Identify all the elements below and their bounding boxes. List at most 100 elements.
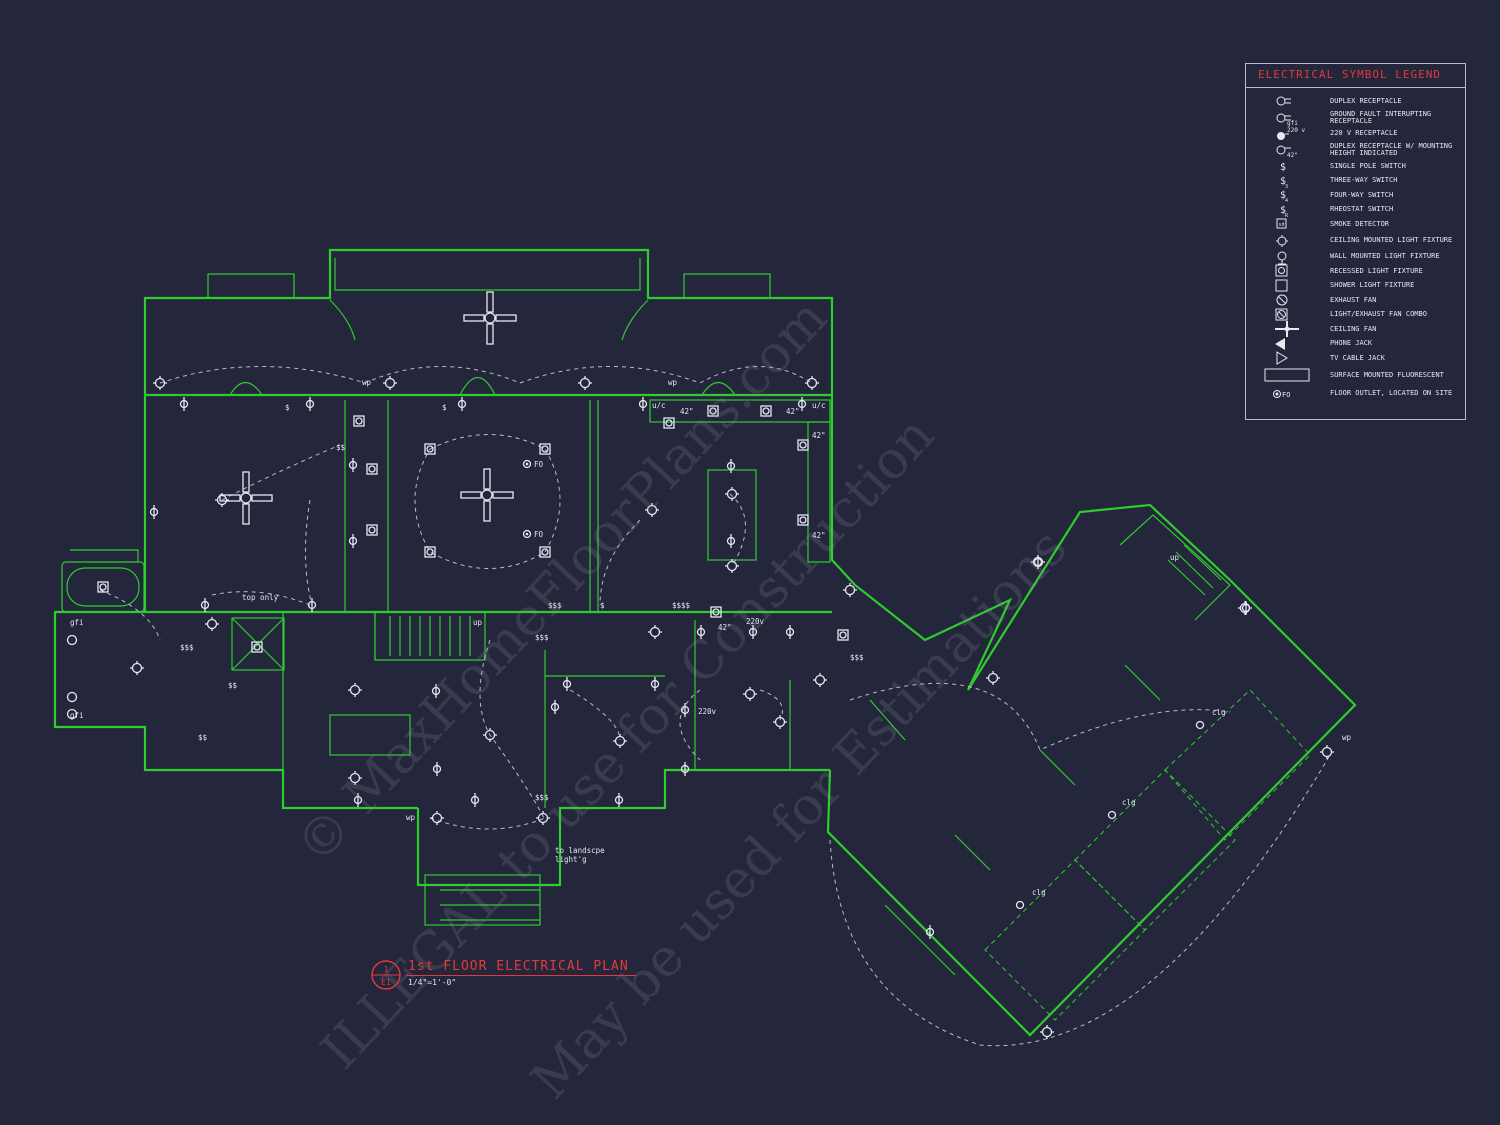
- ceiling-light-icon: [725, 559, 739, 573]
- ceiling-light-icon: [843, 583, 857, 597]
- legend-item-label: RECESSED LIGHT FIXTURE: [1330, 267, 1423, 275]
- recessed-light-icon: [710, 606, 722, 618]
- recessed-light-icon: [837, 629, 849, 641]
- label-top-only: top only: [242, 593, 279, 602]
- legend-item-label: SINGLE POLE SWITCH: [1330, 162, 1406, 170]
- legend-item-label: 220 V RECEPTACLE: [1330, 130, 1398, 138]
- section-marker-icon: 1 E1: [371, 960, 401, 990]
- label-42-4: 42": [812, 531, 826, 540]
- gfi-receptacle-icon: [66, 634, 78, 646]
- single-pole-switch-icon: $: [1246, 158, 1330, 174]
- fixtures-layer: [66, 291, 1334, 1039]
- ceiling-light-icon: [430, 811, 444, 825]
- rheostat-switch-icon: $R: [1246, 202, 1330, 219]
- ceiling-light-icon: [348, 683, 362, 697]
- ceiling-light-icon: [1320, 745, 1334, 759]
- svg-text:4: 4: [1285, 198, 1288, 204]
- title-underline: [406, 975, 636, 976]
- legend-item-label: WALL MOUNTED LIGHT FIXTURE: [1330, 253, 1440, 261]
- recessed-light-icon: [797, 439, 809, 451]
- gfi-receptacle-icon: gfi: [1246, 110, 1330, 127]
- legend-item-label: CEILING FAN: [1330, 325, 1377, 333]
- label-clg-2: clg: [1122, 798, 1136, 807]
- duplex-receptacle-icon: [638, 397, 648, 411]
- ceiling-fan-icon: [219, 471, 273, 525]
- ceiling-light-icon: [153, 376, 167, 390]
- duplex-receptacle-icon: [307, 598, 317, 612]
- recessed-light-icon: [760, 405, 772, 417]
- label-clg-1: clg: [1212, 708, 1226, 717]
- label-landscape-2: light'g: [555, 855, 587, 864]
- recessed-light-icon: [539, 546, 551, 558]
- label-wp-1: wp: [362, 378, 372, 387]
- ceiling-light-icon: [773, 715, 787, 729]
- sheet-marker-number: E1: [381, 978, 391, 987]
- duplex-receptacle-icon: [748, 625, 758, 639]
- legend-item-phone-jack: PHONE JACK: [1246, 337, 1465, 352]
- label-switch-gang-2: $$$$: [672, 601, 691, 610]
- legend-title: ELECTRICAL SYMBOL LEGEND: [1246, 64, 1465, 88]
- duplex-receptacle-icon: [348, 458, 358, 472]
- legend-item-label: SURFACE MOUNTED FLUORESCENT: [1330, 371, 1444, 379]
- label-switch-gang-3: $$$: [180, 643, 194, 652]
- label-landscape-1: to landscpe: [555, 846, 605, 855]
- legend-item-label: FLOOR OUTLET, LOCATED ON SITE: [1330, 390, 1453, 397]
- shower-light-icon: [1246, 278, 1330, 294]
- 220v-receptacle-icon: 220 v: [1246, 126, 1330, 142]
- duplex-receptacle-icon: [1246, 93, 1330, 109]
- legend-item-220v-receptacle: 220 v 220 V RECEPTACLE: [1246, 127, 1465, 142]
- label-42-2: 42": [786, 407, 800, 416]
- svg-text:$: $: [1280, 205, 1286, 216]
- label-floor-outlet-1: FO: [534, 460, 544, 469]
- svg-text:220 v: 220 v: [1287, 127, 1305, 134]
- legend-item-label: LIGHT/EXHAUST FAN COMBO: [1330, 311, 1427, 319]
- svg-text:R: R: [1285, 213, 1289, 219]
- duplex-receptacle-icon: [353, 793, 363, 807]
- label-switch-2: $: [285, 403, 290, 412]
- duplex-receptacle-icon: [305, 397, 315, 411]
- wiring-runs: [99, 366, 1331, 1047]
- section-marker-number: 1: [384, 965, 389, 974]
- ceiling-light-icon: [1246, 233, 1330, 249]
- duplex-receptacle-icon: [785, 625, 795, 639]
- floor-outlet-icon: [522, 529, 532, 539]
- legend-item-label: CEILING MOUNTED LIGHT FIXTURE: [1330, 237, 1453, 244]
- ceiling-light-icon: [613, 734, 627, 748]
- ceiling-light-icon: [813, 673, 827, 687]
- ceiling-light-icon: [536, 811, 550, 825]
- duplex-receptacle-icon: [432, 762, 442, 776]
- ceiling-light-icon: [986, 671, 1000, 685]
- duplex-receptacle-icon: [925, 925, 935, 939]
- duplex-receptacle-icon: [1033, 555, 1043, 569]
- ceiling-light-icon: [215, 493, 229, 507]
- recessed-light-icon: [353, 415, 365, 427]
- recessed-light-icon: [1246, 263, 1330, 279]
- label-switch-gang-4: $$$: [535, 633, 549, 642]
- label-42-5: 42": [718, 623, 732, 632]
- duplex-receptacle-icon: [470, 793, 480, 807]
- legend-item-ceiling-fan: CEILING FAN: [1246, 321, 1465, 338]
- svg-text:$: $: [1280, 176, 1286, 187]
- label-switch-gang-5: $$$: [535, 793, 549, 802]
- label-wp-2: wp: [668, 378, 678, 387]
- label-stair-up: up: [473, 618, 483, 627]
- svg-text:3: 3: [1285, 184, 1288, 190]
- duplex-receptacle-icon: [179, 397, 189, 411]
- plan-labels: top only up up 220v 220v FO FO gfi gfi w…: [70, 378, 1352, 897]
- ceiling-light-icon: [130, 661, 144, 675]
- legend-item-label: DUPLEX RECEPTACLE W/ MOUNTING HEIGHT IND…: [1330, 143, 1453, 157]
- duplex-receptacle-icon: [696, 625, 706, 639]
- receptacle-mounting-height-icon: 42": [1246, 142, 1330, 159]
- duplex-receptacle-icon: [650, 677, 660, 691]
- gfi-receptacle-icon: [66, 691, 78, 703]
- smoke-detector-icon: sd: [1246, 216, 1330, 232]
- ceiling-fan-icon: [460, 468, 514, 522]
- floor-outlet-icon: [522, 459, 532, 469]
- legend-item-label: RHEOSTAT SWITCH: [1330, 206, 1394, 214]
- label-switch-gang-6: $$: [228, 681, 238, 690]
